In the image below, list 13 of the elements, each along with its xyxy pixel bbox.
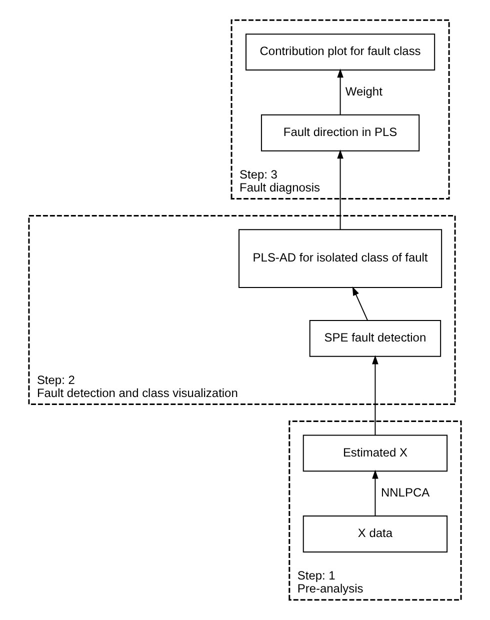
node-box: Contribution plot for fault class xyxy=(246,34,436,71)
arrow xyxy=(337,150,344,230)
node-box: Fault direction in PLS xyxy=(260,114,420,152)
edge-label: Weight xyxy=(345,84,382,99)
arrow xyxy=(372,470,378,516)
node-box: Estimated X xyxy=(302,434,448,472)
arrow xyxy=(352,286,368,321)
node-box: X data xyxy=(302,516,448,552)
node-box: PLS-AD for isolated class of fault xyxy=(238,229,442,288)
node-box: SPE fault detection xyxy=(309,320,442,357)
arrow xyxy=(337,68,344,116)
arrow xyxy=(372,355,378,436)
edge-label: NNLPCA xyxy=(381,486,430,500)
